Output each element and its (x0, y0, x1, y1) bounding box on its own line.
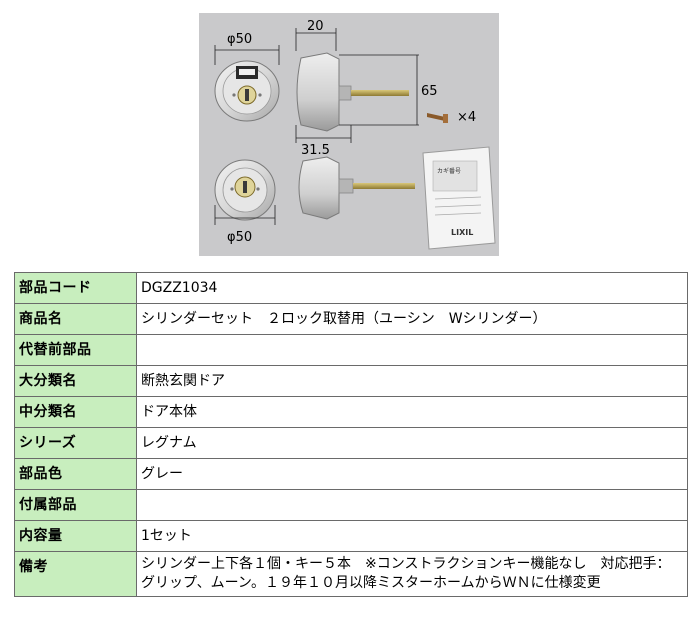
row-label: 内容量 (14, 520, 137, 552)
dim-thickness: 20 (307, 19, 324, 34)
table-row: 内容量 1セット (14, 520, 688, 552)
row-label: 付属部品 (14, 489, 137, 521)
row-label: シリーズ (14, 427, 137, 459)
row-value: DGZZ1034 (136, 272, 688, 304)
row-value (136, 334, 688, 366)
bottom-cylinder-side (298, 156, 415, 220)
screw-count: ×4 (457, 110, 476, 125)
top-cylinder-front (214, 45, 280, 122)
bottom-cylinder-front (214, 159, 276, 225)
row-label: 部品コード (14, 272, 137, 304)
package-brand: LIXIL (451, 228, 473, 237)
dim-bottom-diameter: φ50 (227, 230, 252, 245)
row-value: ドア本体 (136, 396, 688, 428)
table-row: 商品名 シリンダーセット ２ロック取替用（ユーシン Wシリンダー） (14, 303, 688, 335)
top-cylinder-side (295, 28, 419, 143)
row-value: 1セット (136, 520, 688, 552)
table-row: 大分類名 断熱玄関ドア (14, 365, 688, 397)
package-label: カギ番号 (437, 168, 461, 175)
row-label: 部品色 (14, 458, 137, 490)
key-package (422, 146, 496, 250)
row-value (136, 489, 688, 521)
row-value: シリンダーセット ２ロック取替用（ユーシン Wシリンダー） (136, 303, 688, 335)
table-row: シリーズ レグナム (14, 427, 688, 459)
row-value: 断熱玄関ドア (136, 365, 688, 397)
spec-table: 部品コード DGZZ1034 商品名 シリンダーセット ２ロック取替用（ユーシン… (14, 272, 688, 597)
table-row: 備考 シリンダー上下各１個・キー５本 ※コンストラクションキー機能なし 対応把手… (14, 551, 688, 597)
table-row: 代替前部品 (14, 334, 688, 366)
screw-icon (427, 113, 448, 123)
row-value: グレー (136, 458, 688, 490)
table-row: 中分類名 ドア本体 (14, 396, 688, 428)
dim-length: 31.5 (301, 143, 330, 158)
table-row: 付属部品 (14, 489, 688, 521)
row-label: 備考 (14, 551, 137, 597)
table-row: 部品色 グレー (14, 458, 688, 490)
dim-height: 65 (421, 84, 438, 99)
row-value: シリンダー上下各１個・キー５本 ※コンストラクションキー機能なし 対応把手：グリ… (136, 551, 688, 597)
row-value: レグナム (136, 427, 688, 459)
row-label: 商品名 (14, 303, 137, 335)
row-label: 代替前部品 (14, 334, 137, 366)
row-label: 大分類名 (14, 365, 137, 397)
table-row: 部品コード DGZZ1034 (14, 272, 688, 304)
product-photo: φ50 20 65 31.5 φ50 ×4 カギ番号 LIXIL (199, 13, 499, 256)
product-illustration: φ50 20 65 31.5 φ50 ×4 カギ番号 LIXIL (214, 19, 496, 250)
dim-top-diameter: φ50 (227, 32, 252, 47)
row-label: 中分類名 (14, 396, 137, 428)
